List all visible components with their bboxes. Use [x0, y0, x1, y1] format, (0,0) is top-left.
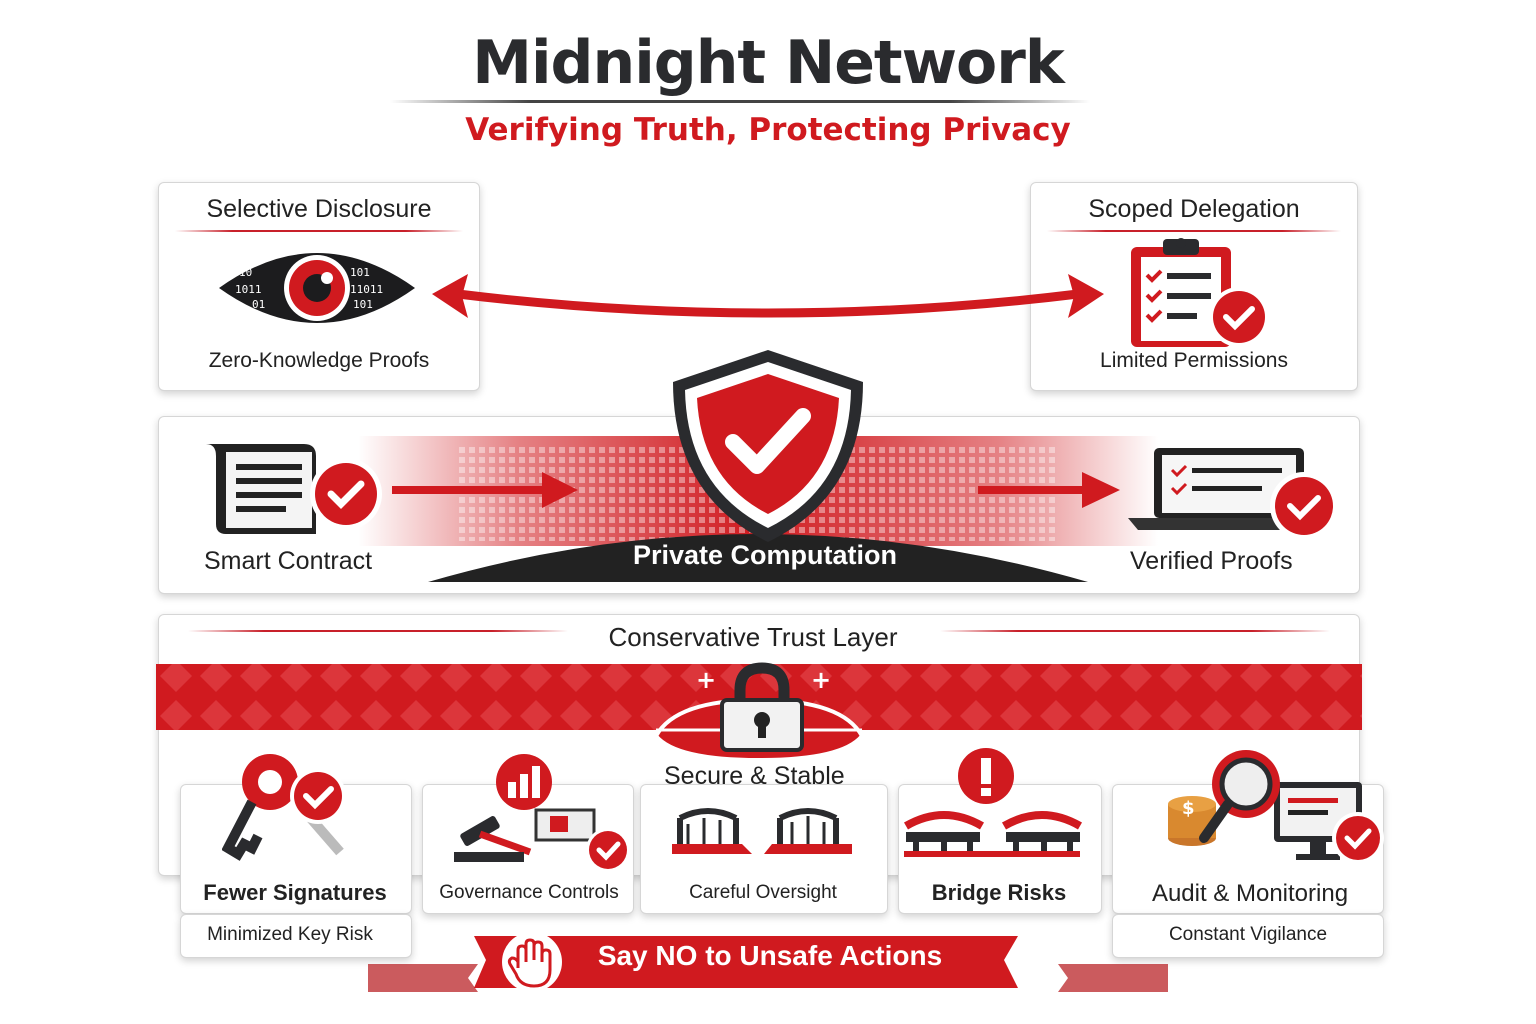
fewer-signatures-label: Fewer Signatures: [203, 880, 387, 905]
unsafe-actions-banner: [368, 936, 1168, 992]
binary-right-2: 11011: [350, 283, 383, 296]
gavel-chart-icon: [454, 754, 630, 872]
card-title: Selective Disclosure: [206, 195, 432, 223]
sub-label-right-box: [1112, 914, 1384, 958]
shield-check-icon: [673, 350, 863, 542]
constant-vigilance-label: Constant Vigilance: [1168, 924, 1328, 945]
magnifier-monitor-icon: $: [1168, 750, 1384, 864]
private-computation-label: Private Computation: [632, 540, 898, 570]
svg-text:$: $: [1182, 798, 1195, 819]
careful-oversight-label: Careful Oversight: [689, 882, 837, 903]
double-arrow-icon: [432, 274, 1104, 318]
clipboard-check-icon: [1131, 238, 1269, 347]
bridge-risks-label: Bridge Risks: [931, 880, 1067, 905]
keys-check-icon: [222, 754, 346, 861]
padlock-icon: [720, 662, 804, 752]
svg-text:+: +: [696, 666, 716, 694]
binary-left-3: 01: [252, 298, 265, 311]
eye-binary-icon: 10 1011 01 101 11011 101: [219, 253, 415, 323]
card-divider: [175, 230, 463, 232]
binary-right-1: 101: [350, 266, 370, 279]
laptop-check-icon: [1128, 448, 1338, 540]
selective-disclosure-card: Selective Disclosure 10 1011 01 101 1101…: [158, 182, 480, 391]
stop-hand-icon: [502, 932, 562, 992]
sub-label-left-box: [180, 914, 412, 958]
svg-text:+: +: [811, 666, 831, 694]
title-divider: [390, 100, 1090, 103]
verified-proofs-label: Verified Proofs: [1130, 547, 1293, 575]
trust-divider-left: [188, 630, 568, 632]
broken-bridge-icon: [672, 808, 852, 854]
page-subtitle: Verifying Truth, Protecting Privacy: [465, 112, 1071, 148]
card-divider: [1047, 230, 1341, 232]
page-title: Midnight Network: [472, 28, 1064, 98]
unsafe-actions-label: Say NO to Unsafe Actions: [597, 940, 943, 971]
trust-layer-title: Conservative Trust Layer: [608, 622, 898, 652]
binary-right-3: 101: [353, 298, 373, 311]
smart-contract-label: Smart Contract: [204, 547, 373, 575]
binary-left-1: 10: [239, 266, 252, 279]
card-title: Scoped Delegation: [1088, 195, 1300, 223]
card-caption: Limited Permissions: [1100, 349, 1288, 372]
bridge-warning-icon: [904, 748, 1083, 857]
governance-controls-label: Governance Controls: [439, 882, 619, 903]
card-caption: Zero-Knowledge Proofs: [208, 349, 430, 372]
audit-monitoring-label: Audit & Monitoring: [1151, 880, 1349, 907]
document-check-icon: [206, 444, 382, 534]
trust-divider-right: [940, 630, 1330, 632]
minimized-key-risk-label: Minimized Key Risk: [207, 924, 373, 945]
binary-left-2: 1011: [235, 283, 262, 296]
